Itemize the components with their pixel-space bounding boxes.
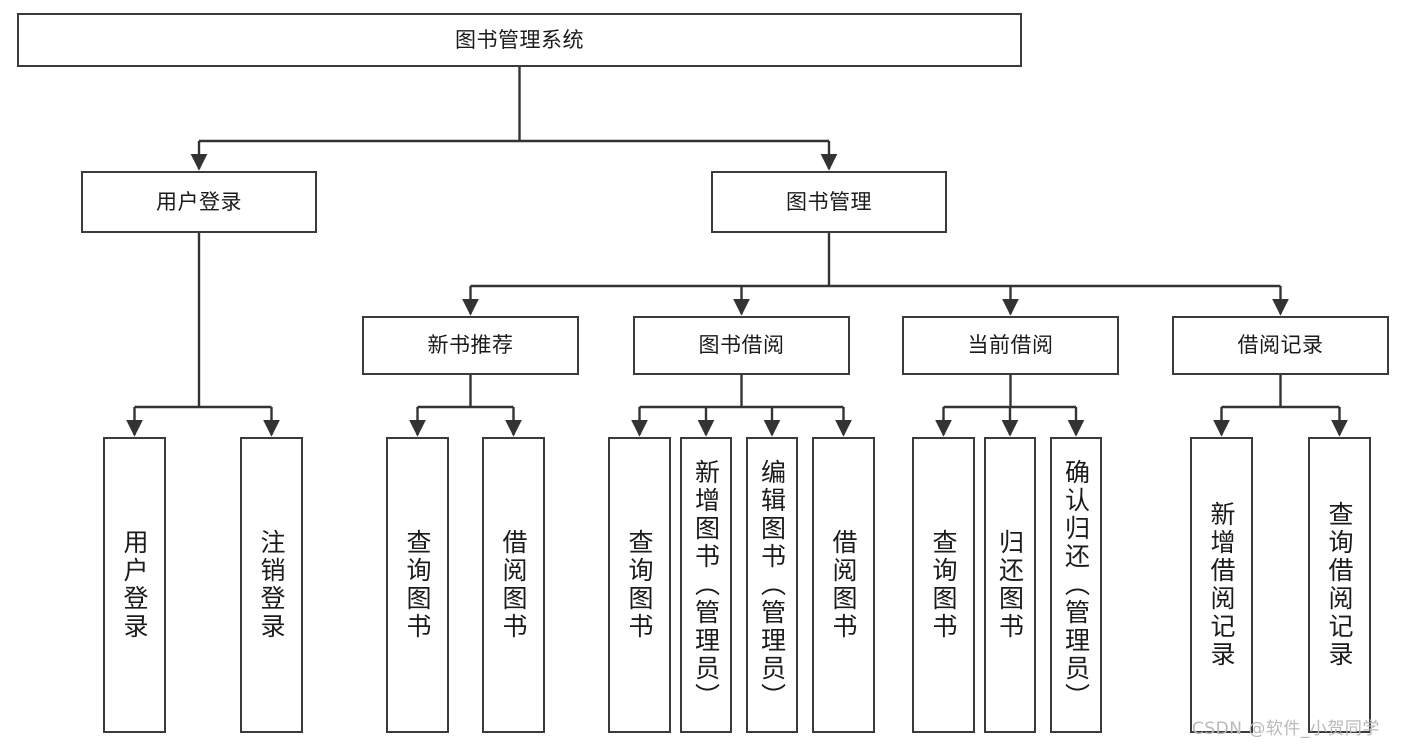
csdn-watermark: CSDN @软件_小贺同学 (1192, 719, 1380, 739)
node-label: 编辑图书（管理员） (757, 459, 787, 711)
node-leaf-user-logout[interactable]: 注销登录 (240, 437, 303, 733)
node-label: 用户登录 (120, 529, 149, 641)
node-label: 新书推荐 (427, 333, 514, 358)
node-leaf-query-book-rec[interactable]: 查询图书 (386, 437, 449, 733)
node-label: 新增借阅记录 (1207, 501, 1236, 669)
node-leaf-borrow-book[interactable]: 借阅图书 (812, 437, 875, 733)
node-new-book-rec[interactable]: 新书推荐 (362, 316, 579, 375)
node-label: 查询借阅记录 (1325, 501, 1354, 669)
node-leaf-return-book[interactable]: 归还图书 (984, 437, 1036, 733)
node-book-borrow[interactable]: 图书借阅 (633, 316, 850, 375)
node-label: 图书管理系统 (455, 27, 584, 52)
node-leaf-add-book[interactable]: 新增图书（管理员） (680, 437, 732, 733)
node-label: 确认归还（管理员） (1061, 459, 1091, 711)
node-label: 借阅记录 (1237, 333, 1324, 358)
node-current-borrow[interactable]: 当前借阅 (902, 316, 1119, 375)
node-label: 图书管理 (786, 189, 872, 214)
node-label: 查询图书 (403, 529, 432, 641)
node-leaf-query-record[interactable]: 查询借阅记录 (1308, 437, 1371, 733)
node-label: 用户登录 (156, 189, 242, 214)
node-leaf-query-book-borrow[interactable]: 查询图书 (608, 437, 671, 733)
node-leaf-add-record[interactable]: 新增借阅记录 (1190, 437, 1253, 733)
node-label: 查询图书 (929, 529, 958, 641)
node-label: 归还图书 (995, 529, 1025, 641)
node-root[interactable]: 图书管理系统 (17, 13, 1022, 67)
node-user-login[interactable]: 用户登录 (81, 171, 317, 233)
node-leaf-confirm-return[interactable]: 确认归还（管理员） (1050, 437, 1102, 733)
node-leaf-user-login[interactable]: 用户登录 (103, 437, 166, 733)
node-leaf-query-book-current[interactable]: 查询图书 (912, 437, 975, 733)
node-label: 新增图书（管理员） (691, 459, 721, 711)
node-label: 借阅图书 (499, 529, 528, 641)
node-borrow-record[interactable]: 借阅记录 (1172, 316, 1389, 375)
node-label: 借阅图书 (829, 529, 858, 641)
node-leaf-edit-book[interactable]: 编辑图书（管理员） (746, 437, 798, 733)
node-label: 查询图书 (625, 529, 654, 641)
node-leaf-borrow-book-rec[interactable]: 借阅图书 (482, 437, 545, 733)
node-label: 图书借阅 (698, 333, 785, 358)
node-book-manage[interactable]: 图书管理 (711, 171, 947, 233)
node-label: 注销登录 (257, 529, 286, 641)
node-label: 当前借阅 (967, 333, 1054, 358)
